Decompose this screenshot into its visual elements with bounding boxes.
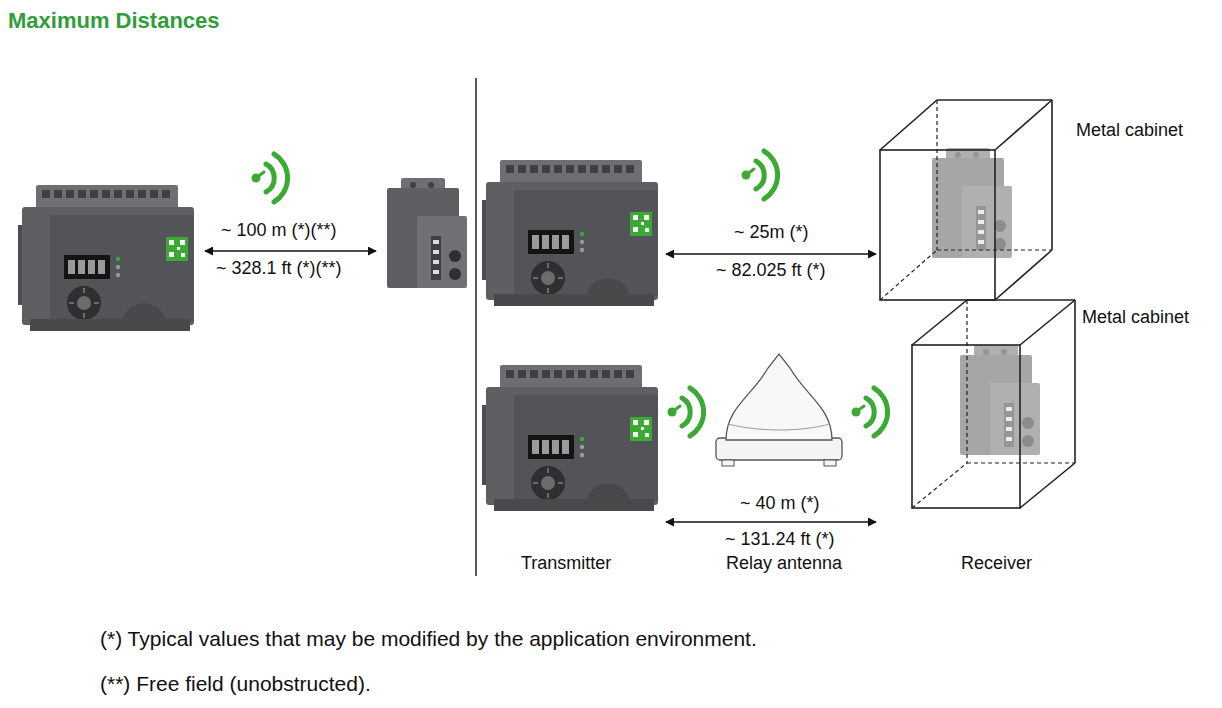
controller-device (18, 185, 194, 331)
distance-arrow (205, 250, 376, 251)
part-name: Receiver (961, 554, 1032, 574)
footnote: (**) Free field (unobstructed). (100, 672, 371, 695)
distance-label: ~ 100 m (*)(**) (221, 221, 337, 241)
controller-device (482, 160, 658, 306)
distance-label: ~ 328.1 ft (*)(**) (216, 259, 342, 279)
divider-line (475, 78, 477, 576)
footnote: (*) Typical values that may be modified … (100, 627, 757, 650)
distance-label: ~ 25m (*) (734, 223, 809, 243)
controller-device (482, 365, 658, 511)
wireless-symbol (252, 154, 288, 202)
cabinet-node: Metal cabinet (912, 300, 1075, 508)
diagram-title: Maximum Distances (8, 9, 220, 33)
cabinet-label: Metal cabinet (1082, 308, 1189, 328)
wireless-symbol (852, 388, 888, 436)
metal-cabinet (912, 300, 1075, 508)
cabinet-node: Metal cabinet (880, 100, 1052, 300)
wireless-symbol (668, 388, 704, 436)
distance-arrow (666, 521, 876, 522)
metal-cabinet (880, 100, 1052, 300)
distance-label: ~ 82.025 ft (*) (716, 261, 826, 281)
wireless-symbol (742, 151, 778, 199)
part-name: Relay antenna (726, 554, 842, 574)
distance-arrow (666, 253, 876, 254)
distance-label: ~ 131.24 ft (*) (725, 530, 835, 550)
relay-antenna (716, 354, 842, 466)
distance-label: ~ 40 m (*) (740, 494, 820, 514)
cabinet-label: Metal cabinet (1076, 121, 1183, 141)
part-name: Transmitter (521, 554, 611, 574)
receiver-module (387, 178, 467, 288)
